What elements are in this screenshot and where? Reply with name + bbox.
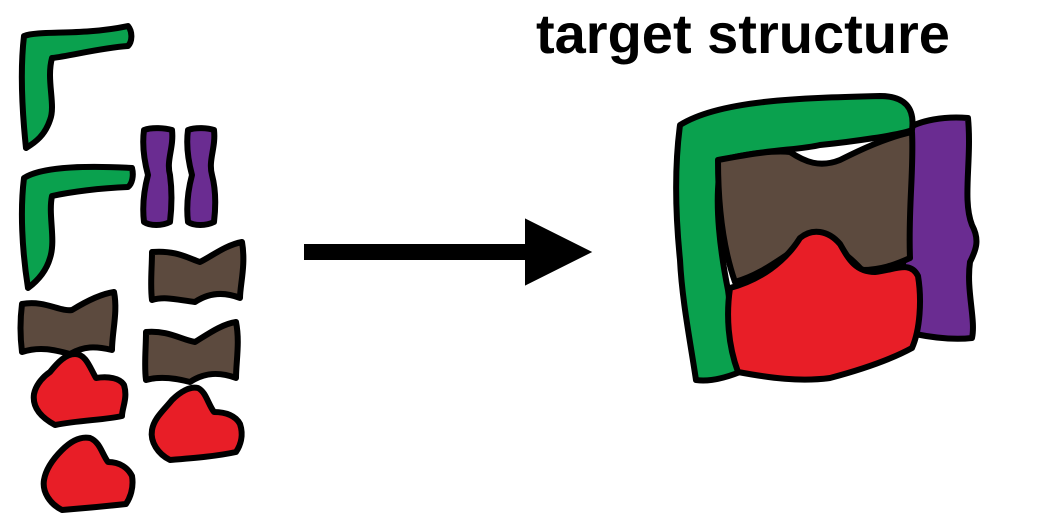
loose-pieces <box>17 23 247 513</box>
target-brown-piece <box>715 129 916 285</box>
target-red-piece <box>725 228 923 383</box>
green-piece-2 <box>18 163 136 291</box>
purple-piece-1 <box>140 125 176 228</box>
red-piece-3 <box>40 434 136 513</box>
brown-piece-1 <box>148 239 247 305</box>
target-green-piece <box>673 93 916 384</box>
green-piece-1 <box>18 23 135 151</box>
target-structure <box>673 93 980 384</box>
brown-piece-2 <box>17 289 119 357</box>
arrow <box>304 218 593 286</box>
brown-piece-3 <box>142 319 241 385</box>
red-piece-1 <box>30 351 129 428</box>
arrow-head <box>525 218 593 286</box>
target-structure-title: target structure <box>536 2 950 65</box>
purple-piece-2 <box>184 125 219 228</box>
red-piece-2 <box>148 384 245 463</box>
